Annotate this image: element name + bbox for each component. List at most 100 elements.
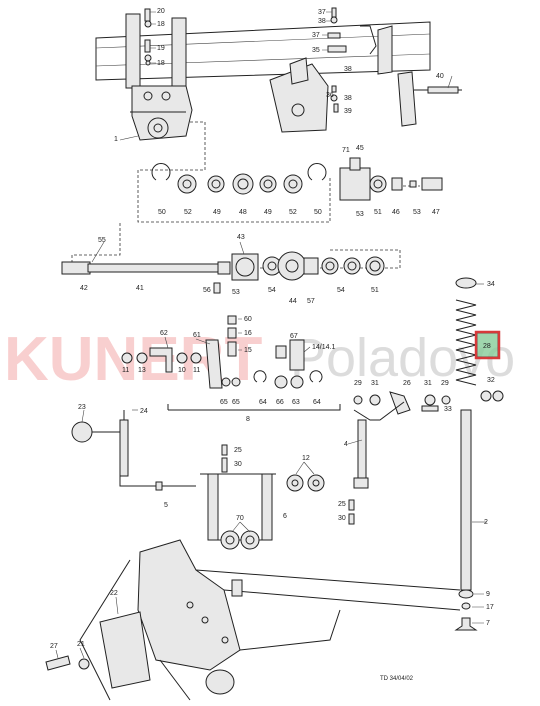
- callout-49: 49: [264, 209, 272, 216]
- callout-9: 9: [486, 591, 490, 598]
- callout-57: 57: [307, 298, 315, 305]
- callout-29: 29: [441, 380, 449, 387]
- callout-54: 54: [268, 287, 276, 294]
- callout-1: 1: [114, 136, 118, 143]
- shaft-assembly: [61, 251, 385, 294]
- callout-60: 60: [244, 316, 252, 323]
- callout-64: 64: [259, 399, 267, 406]
- callout-25: 25: [234, 447, 242, 454]
- callout-52: 52: [289, 209, 297, 216]
- callout-44: 44: [289, 298, 297, 305]
- callout-48: 48: [239, 209, 247, 216]
- callout-40: 40: [436, 73, 444, 80]
- callout-32: 32: [487, 377, 495, 384]
- callout-24: 24: [140, 408, 148, 415]
- callout-13: 13: [138, 367, 146, 374]
- callout-38: 38: [344, 66, 352, 73]
- callout-66: 66: [276, 399, 284, 406]
- callout-11: 11: [193, 367, 200, 374]
- callout-38: 38: [318, 18, 326, 25]
- callout-54: 54: [337, 287, 345, 294]
- callout-53: 53: [413, 209, 421, 216]
- watermark: KUNERT Poladovo: [4, 325, 515, 394]
- callout-37: 37: [318, 9, 326, 16]
- callout-71: 71: [342, 147, 350, 154]
- bearing-row: [151, 157, 443, 201]
- callout-21: 21: [77, 641, 85, 648]
- callout-15: 15: [244, 347, 252, 354]
- callout-2: 2: [484, 519, 488, 526]
- bottom-frame: [45, 539, 461, 701]
- callout-18: 18: [157, 21, 165, 28]
- callout-36: 36: [326, 92, 334, 99]
- callout-12: 12: [302, 455, 310, 462]
- callout-30: 30: [234, 461, 242, 468]
- callout-50: 50: [314, 209, 322, 216]
- callout-53: 53: [356, 211, 364, 218]
- callout-14: 14/14.1: [312, 344, 335, 351]
- callout-55: 55: [98, 237, 106, 244]
- callout-11: 11: [122, 367, 129, 374]
- callout-26: 26: [403, 380, 411, 387]
- callout-53: 53: [232, 289, 240, 296]
- callout-31: 31: [424, 380, 432, 387]
- callout-18: 18: [157, 60, 165, 67]
- callout-39: 39: [344, 108, 352, 115]
- callout-61: 61: [193, 332, 201, 339]
- callout-70: 70: [236, 515, 244, 522]
- callout-10: 10: [178, 367, 186, 374]
- callout-49: 49: [213, 209, 221, 216]
- callout-51: 51: [371, 287, 379, 294]
- callout-29: 29: [354, 380, 362, 387]
- callout-46: 46: [392, 209, 400, 216]
- callout-47: 47: [432, 209, 440, 216]
- callout-33: 33: [444, 406, 452, 413]
- callout-labels: 20 18 19 18 1 37 38 37 35 36 38 38 39 40…: [50, 8, 495, 682]
- callout-43: 43: [237, 234, 245, 241]
- callout-23: 23: [78, 404, 86, 411]
- dashed-guide-2: [71, 222, 121, 268]
- top-hardware: [144, 7, 347, 113]
- footer-code: TD 34/04/02: [380, 676, 414, 682]
- dashed-guide-3: [240, 249, 401, 269]
- callout-8: 8: [246, 416, 250, 423]
- callout-42: 42: [80, 285, 88, 292]
- callout-65: 65: [220, 399, 228, 406]
- callout-31: 31: [371, 380, 379, 387]
- callout-67: 67: [290, 333, 298, 340]
- top-frame-assembly: [95, 13, 462, 141]
- callout-45: 45: [356, 145, 364, 152]
- callout-38: 38: [344, 95, 352, 102]
- callout-30: 30: [338, 515, 346, 522]
- callout-52: 52: [184, 209, 192, 216]
- callout-5: 5: [164, 502, 168, 509]
- callout-50: 50: [158, 209, 166, 216]
- callout-19: 19: [157, 45, 165, 52]
- dashed-guide-1: [137, 121, 331, 223]
- callout-4: 4: [344, 441, 348, 448]
- callout-34: 34: [487, 281, 495, 288]
- callout-62: 62: [160, 330, 168, 337]
- callout-27: 27: [50, 643, 58, 650]
- callout-35: 35: [312, 47, 320, 54]
- lever-assembly: [71, 410, 325, 550]
- callout-28: 28: [483, 343, 491, 350]
- callout-64: 64: [313, 399, 321, 406]
- callout-51: 51: [374, 209, 382, 216]
- right-linkage: [348, 391, 451, 525]
- leader-lines: [55, 11, 487, 659]
- callout-17: 17: [486, 604, 494, 611]
- callout-16: 16: [244, 330, 252, 337]
- middle-linkage: [121, 315, 341, 411]
- highlight-box: [474, 330, 501, 360]
- callout-25: 25: [338, 501, 346, 508]
- callout-56: 56: [203, 287, 211, 294]
- callout-22: 22: [110, 590, 118, 597]
- callout-37: 37: [312, 32, 320, 39]
- callout-41: 41: [136, 285, 144, 292]
- callout-65: 65: [232, 399, 240, 406]
- callout-63: 63: [292, 399, 300, 406]
- callout-6: 6: [283, 513, 287, 520]
- callout-20: 20: [157, 8, 165, 15]
